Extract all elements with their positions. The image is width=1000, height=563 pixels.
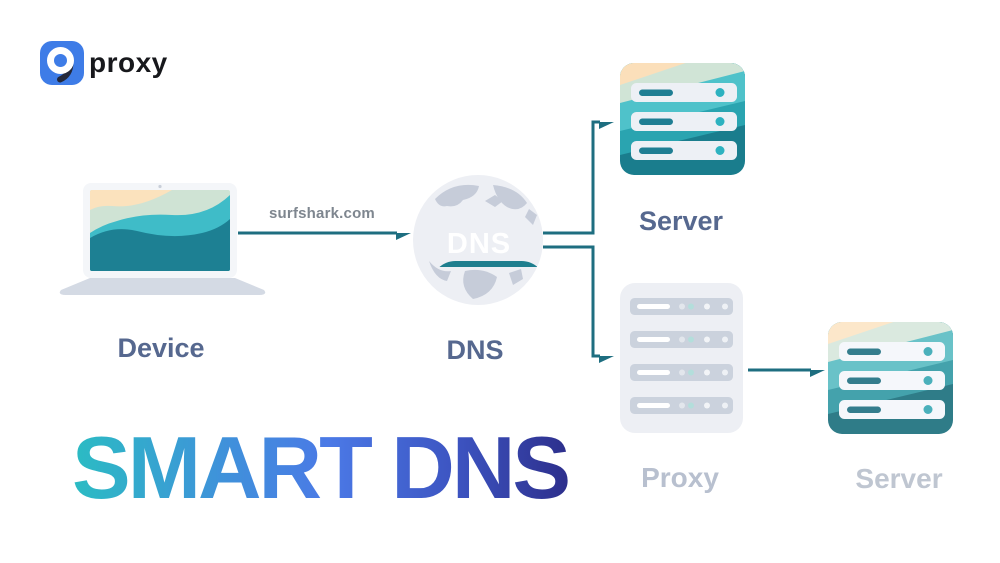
dns-badge-text: DNS: [447, 228, 511, 260]
proxy-node: Proxy: [620, 283, 743, 493]
dns-node: DNS DNS: [413, 175, 543, 365]
server-icon: [620, 63, 745, 175]
device-node: Device: [57, 183, 268, 363]
brand-logo-text: proxy: [89, 47, 168, 78]
proxy-rack-icon: [620, 283, 743, 433]
server-bottom-node: Server: [828, 322, 953, 494]
brand-logo: proxy: [40, 41, 168, 85]
request-domain-label: surfshark.com: [269, 205, 375, 222]
proxy-label: Proxy: [641, 462, 719, 493]
dns-label: DNS: [446, 335, 504, 365]
arrow-dns-to-proxy: [543, 245, 600, 356]
nine-proxy-logo-icon: [40, 41, 84, 85]
dns-globe-icon: DNS: [413, 175, 543, 305]
server-icon: [828, 322, 953, 434]
server-top-label: Server: [638, 206, 724, 236]
arrow-dns-to-server: [543, 120, 600, 235]
laptop-icon: [59, 183, 266, 295]
server-bottom-label: Server: [855, 463, 943, 494]
page-title: SMART DNS: [72, 418, 571, 517]
server-top-node: Server: [620, 63, 745, 236]
device-label: Device: [117, 333, 205, 363]
